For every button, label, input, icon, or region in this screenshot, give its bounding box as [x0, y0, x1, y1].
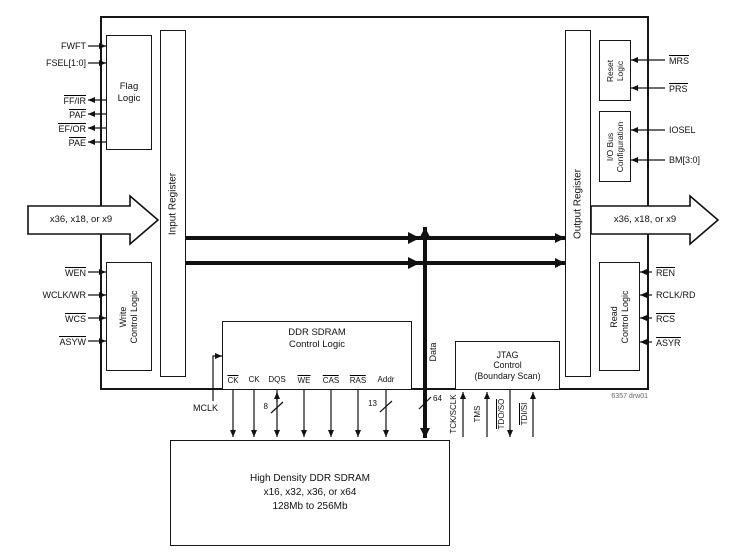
- data-width-label: 64: [433, 394, 442, 403]
- addr-width-label: 13: [368, 399, 377, 408]
- we-pin-label: WE: [297, 375, 311, 385]
- tms-pin-label: TMS: [473, 405, 482, 423]
- reset-logic-label: Reset Logic: [605, 59, 625, 82]
- write-control-label: Write Control Logic: [118, 289, 139, 344]
- pae-label: PAE: [68, 137, 86, 148]
- ck-pin-label: CK: [248, 375, 260, 384]
- mclk-label: MCLK: [193, 403, 219, 413]
- iosel-label: IOSEL: [669, 125, 696, 135]
- ck-n-pin-label: CK: [227, 375, 239, 385]
- dqs-pin-label: DQS: [268, 375, 286, 384]
- ff-ir-label: FF/IR: [63, 95, 86, 106]
- output-register-block: Output Register: [565, 30, 591, 377]
- wcs-label: WCS: [65, 313, 86, 324]
- rclk-rd-label: RCLK/RD: [656, 290, 696, 300]
- sdram-label: High Density DDR SDRAM x16, x32, x36, or…: [249, 473, 371, 512]
- dqs-width-label: 8: [263, 402, 268, 411]
- cas-pin-label: CAS: [322, 375, 340, 385]
- ren-label: REN: [656, 267, 676, 278]
- ddr-control-block: DDR SDRAM Control Logic: [222, 321, 412, 390]
- addr-pin-label: Addr: [377, 375, 395, 384]
- paf-label: PAF: [69, 109, 86, 120]
- sdram-block: High Density DDR SDRAM x16, x32, x36, or…: [170, 440, 450, 546]
- fwft-label: FWFT: [61, 41, 86, 51]
- wclk-wr-label: WCLK/WR: [42, 290, 87, 300]
- io-bus-config-block: I/O Bus Configuration: [599, 111, 631, 182]
- read-control-label: Read Control Logic: [608, 289, 630, 344]
- ras-pin-label: RAS: [349, 375, 367, 385]
- jtag-label: JTAG Control (Boundary Scan): [474, 349, 541, 381]
- io-bus-config-label: I/O Bus Configuration: [605, 121, 625, 172]
- tck-sclk-pin-label: TCK/SCLK: [449, 394, 458, 434]
- bm-label: BM[3:0]: [669, 155, 701, 165]
- ef-or-label: EF/OR: [58, 123, 86, 134]
- output-register-label: Output Register: [572, 168, 584, 239]
- prs-label: PRS: [669, 83, 688, 94]
- ddr-control-label: DDR SDRAM Control Logic: [288, 327, 346, 350]
- write-control-block: Write Control Logic: [106, 262, 152, 371]
- tdi-si-pin-label: TDI/SI: [519, 402, 530, 426]
- mrs-label: MRS: [669, 55, 689, 66]
- reset-logic-block: Reset Logic: [599, 40, 631, 101]
- input-register-label: Input Register: [167, 172, 179, 235]
- output-bus-width-label: x36, x18, or x9: [613, 214, 677, 225]
- data-bus-label: Data: [428, 342, 438, 362]
- fsel-label: FSEL[1:0]: [45, 58, 86, 68]
- drawing-number: 6357 drw01: [611, 393, 648, 400]
- asyw-label: ASYW: [59, 336, 86, 347]
- rcs-label: RCS: [656, 313, 676, 324]
- read-control-block: Read Control Logic: [599, 262, 640, 371]
- wen-label: WEN: [65, 267, 86, 278]
- input-register-block: Input Register: [160, 30, 186, 377]
- input-bus-width-label: x36, x18, or x9: [49, 214, 113, 225]
- tdo-so-pin-label: TDO/SO: [496, 398, 507, 430]
- jtag-block: JTAG Control (Boundary Scan): [455, 341, 560, 390]
- asyr-label: ASYR: [656, 337, 681, 348]
